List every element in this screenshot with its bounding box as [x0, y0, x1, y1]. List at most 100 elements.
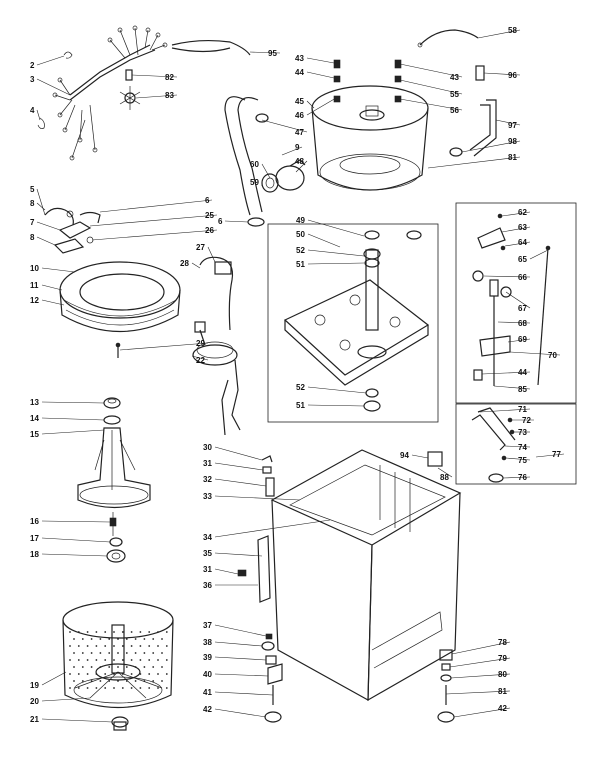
- callout-label: 21: [30, 715, 39, 724]
- lid-switch-box: [455, 403, 577, 485]
- leader-line: [501, 211, 531, 217]
- callout-label: 94: [400, 451, 409, 460]
- cable: [171, 39, 251, 56]
- perforation-dot: [152, 652, 155, 654]
- connector-82: [125, 69, 133, 81]
- callout-label: 42: [498, 704, 507, 713]
- wire-harness: [52, 25, 168, 161]
- perforation-dot: [95, 659, 98, 661]
- perforation-dot: [73, 666, 75, 668]
- leader-line: [41, 537, 111, 543]
- callout-8: 8: [30, 199, 46, 211]
- callout-label: 76: [518, 473, 527, 482]
- perforation-dot: [81, 652, 84, 654]
- callout-88: 88: [437, 467, 453, 482]
- callout-label: 44: [518, 368, 527, 377]
- perforation-dot: [165, 631, 168, 633]
- callout-39: 39: [203, 653, 267, 662]
- callout-label: 32: [203, 475, 212, 484]
- callout-70: 70: [509, 351, 561, 360]
- leader-line: [214, 691, 274, 696]
- callout-80: 80: [450, 670, 511, 679]
- callout-label: 62: [518, 208, 527, 217]
- perforation-dot: [134, 666, 137, 668]
- callout-label: 19: [30, 681, 39, 690]
- leader-line: [477, 29, 521, 39]
- suspension-box: [455, 202, 577, 404]
- leader-line: [307, 404, 365, 407]
- leader-line: [41, 417, 105, 421]
- callout-71: 71: [479, 405, 531, 414]
- perforation-dot: [148, 659, 151, 661]
- perforation-dot: [90, 680, 93, 682]
- callout-label: 77: [552, 450, 561, 459]
- perforation-dot: [95, 645, 98, 647]
- leader-line: [479, 408, 531, 413]
- callout-label: 51: [296, 260, 305, 269]
- leader-line: [502, 476, 531, 479]
- leader-line: [306, 57, 335, 64]
- leader-line: [89, 214, 218, 227]
- leader-line: [281, 146, 303, 156]
- perforation-dot: [130, 631, 133, 633]
- perforation-dot: [81, 680, 84, 682]
- callout-label: 50: [296, 230, 305, 239]
- callout-label: 82: [165, 73, 174, 82]
- callout-34: 34: [203, 519, 331, 542]
- callout-98: 98: [461, 137, 521, 153]
- perforation-dot: [90, 638, 93, 640]
- callout-85: 85: [493, 385, 531, 394]
- leader-line: [41, 299, 65, 306]
- callout-label: 75: [518, 456, 527, 465]
- callout-label: 55: [450, 90, 459, 99]
- perforation-dot: [90, 652, 93, 654]
- nut-31b: [237, 569, 247, 577]
- perforation-dot: [130, 673, 133, 675]
- leader-line: [214, 568, 239, 575]
- callout-label: 66: [518, 273, 527, 282]
- perforation-dot: [148, 631, 151, 633]
- callout-label: 36: [203, 581, 212, 590]
- leader-line: [41, 284, 63, 291]
- callout-label: 11: [30, 281, 39, 290]
- perforation-dot: [113, 645, 115, 647]
- perforation-dot: [125, 666, 128, 668]
- leader-line: [307, 233, 341, 248]
- callout-label: 45: [295, 97, 304, 106]
- callout-label: 25: [205, 211, 214, 220]
- callout-35: 35: [203, 549, 263, 558]
- perforation-dot: [86, 687, 89, 689]
- callout-label: 17: [30, 534, 39, 543]
- callout-label: 4: [30, 106, 35, 115]
- leader-line: [41, 267, 76, 273]
- leader-line: [307, 219, 365, 237]
- callout-42: 42: [203, 705, 267, 718]
- leader-line: [483, 72, 521, 76]
- perforation-dot: [113, 687, 115, 689]
- callout-label: 43: [295, 54, 304, 63]
- rod-32: [265, 477, 275, 497]
- callout-75: 75: [505, 456, 531, 465]
- leader-line: [36, 78, 71, 96]
- callout-7: 7: [30, 218, 61, 231]
- callout-66: 66: [483, 273, 531, 282]
- perforation-dot: [99, 666, 102, 668]
- leader-line: [41, 671, 67, 686]
- perforation-dot: [143, 680, 146, 682]
- callout-label: 72: [522, 416, 531, 425]
- callout-label: 18: [30, 550, 39, 559]
- callout-38: 38: [203, 638, 263, 647]
- outer-tub: [311, 85, 429, 191]
- callout-label: 60: [250, 160, 259, 169]
- perforation-dot: [73, 680, 75, 682]
- perforation-dot: [81, 638, 84, 640]
- perforation-dot: [157, 631, 159, 633]
- callout-49: 49: [296, 216, 365, 237]
- leader-line: [306, 71, 335, 79]
- connector-83: [119, 86, 141, 110]
- leader-line: [41, 553, 108, 557]
- perforation-dot: [165, 645, 168, 647]
- callout-label: 85: [518, 385, 527, 394]
- leader-line: [36, 55, 65, 66]
- callout-20: 20: [30, 697, 91, 706]
